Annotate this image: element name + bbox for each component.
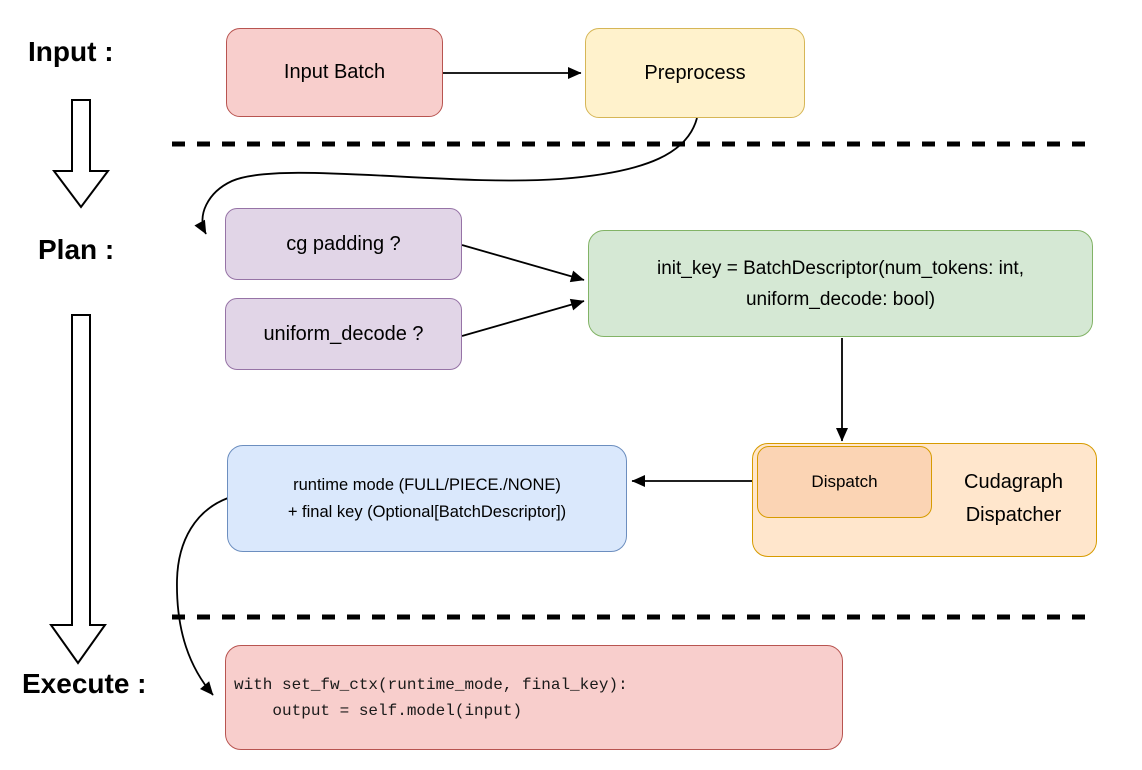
node-runtime-mode-line2: + final key (Optional[BatchDescriptor]) [287, 502, 567, 521]
stage-label-execute: Execute : [22, 668, 147, 699]
arrow-runtime-mode-to-execute-code [176, 497, 229, 696]
node-execute-code: with set_fw_ctx(runtime_mode, final_key)… [225, 645, 843, 750]
node-dispatch: Dispatch [757, 446, 932, 518]
cudagraph-label-line2: Dispatcher [965, 504, 1062, 526]
execute-code-line2: output = self.model(input) [234, 701, 523, 720]
node-dispatch-label: Dispatch [811, 472, 878, 491]
node-input-batch: Input Batch [226, 28, 443, 117]
node-cg-padding: cg padding ? [225, 208, 462, 280]
node-uniform-decode: uniform_decode ? [225, 298, 462, 370]
node-uniform-decode-label: uniform_decode ? [263, 322, 424, 345]
cudagraph-label-line1: Cudagraph [964, 471, 1063, 493]
node-cudagraph-dispatcher-label: Cudagraph Dispatcher [930, 466, 1097, 532]
node-init-key-line1: init_key = BatchDescriptor(num_tokens: i… [657, 257, 1024, 279]
node-preprocess: Preprocess [585, 28, 805, 118]
arrow-cg-padding-to-init-key [461, 244, 585, 283]
node-preprocess-label: Preprocess [644, 61, 746, 84]
input-stage-down-arrow-icon [52, 99, 110, 209]
node-runtime-mode: runtime mode (FULL/PIECE./NONE) + final … [227, 445, 627, 552]
stage-label-input: Input : [28, 36, 114, 67]
node-runtime-mode-line1: runtime mode (FULL/PIECE./NONE) [293, 475, 561, 494]
arrow-uniform-decode-to-init-key [461, 298, 585, 337]
stage-label-plan: Plan : [38, 234, 115, 265]
execute-code-line1: with set_fw_ctx(runtime_mode, final_key)… [234, 675, 628, 694]
node-cg-padding-label: cg padding ? [286, 232, 401, 255]
plan-to-execute-down-arrow-icon [49, 314, 107, 665]
node-init-key: init_key = BatchDescriptor(num_tokens: i… [588, 230, 1093, 337]
node-init-key-line2: uniform_decode: bool) [745, 288, 936, 310]
node-input-batch-label: Input Batch [283, 61, 386, 83]
